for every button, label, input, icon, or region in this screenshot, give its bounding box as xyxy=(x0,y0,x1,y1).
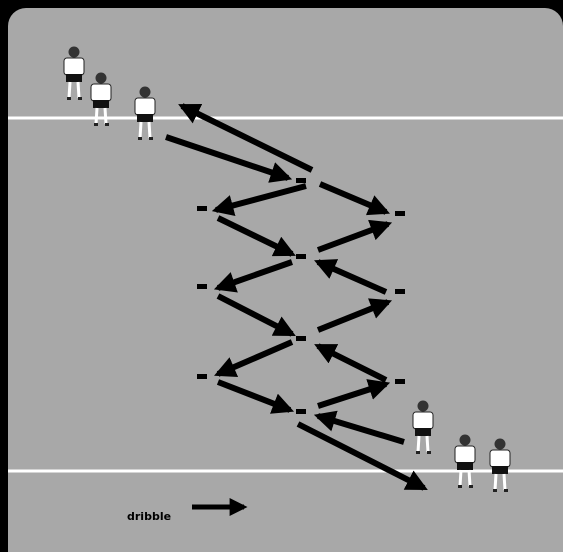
cone-marker xyxy=(395,379,405,384)
drill-diagram xyxy=(8,8,563,552)
arrow-path xyxy=(218,382,290,410)
players-group-start xyxy=(64,47,155,141)
arrow-path xyxy=(216,186,306,210)
arrow-path xyxy=(166,137,288,178)
player-figure xyxy=(135,87,155,141)
arrow-path xyxy=(318,224,388,250)
training-field: dribble xyxy=(8,8,563,552)
cone-marker xyxy=(197,284,207,289)
arrow-path xyxy=(318,346,386,380)
arrow-path xyxy=(298,424,424,488)
arrow-path xyxy=(218,262,292,288)
legend-dribble-label: dribble xyxy=(127,510,171,523)
arrow-path xyxy=(320,184,386,212)
arrow-path xyxy=(318,302,388,330)
arrow-path xyxy=(182,106,312,170)
cone-marker xyxy=(296,254,306,259)
cone-marker xyxy=(395,211,405,216)
arrow-path xyxy=(218,342,292,374)
cones xyxy=(197,178,405,414)
arrow-path xyxy=(218,296,292,334)
cone-marker xyxy=(395,289,405,294)
player-figure xyxy=(64,47,84,101)
cone-marker xyxy=(197,206,207,211)
players-group-end xyxy=(413,401,510,493)
player-figure xyxy=(455,435,475,489)
cone-marker xyxy=(296,336,306,341)
dribble-arrows xyxy=(166,106,424,488)
player-figure xyxy=(490,439,510,493)
cone-marker xyxy=(296,409,306,414)
arrow-path xyxy=(318,384,386,406)
cone-marker xyxy=(197,374,207,379)
cone-marker xyxy=(296,178,306,183)
arrow-path xyxy=(318,262,386,292)
arrow-path xyxy=(218,218,292,254)
player-figure xyxy=(413,401,433,455)
